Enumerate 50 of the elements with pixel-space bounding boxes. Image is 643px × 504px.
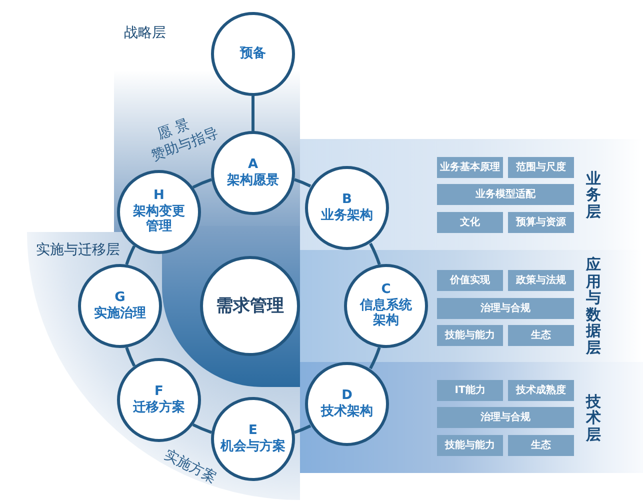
topic-tile: 范围与尺度 [508,157,574,178]
topic-tile: 技能与能力 [437,325,503,346]
connector-line [369,242,381,265]
topic-tile: 治理与合规 [437,407,574,428]
phase-letter: F [154,384,164,400]
layer-band [300,362,643,473]
connector-line [192,178,212,189]
phase-name: 技术架构 [321,404,373,420]
phase-name: 迁移方案 [133,400,185,416]
connector-line [125,245,136,265]
phase-circle [117,358,201,442]
topic-tile: 预算与资源 [508,212,574,233]
connector-line [125,347,136,367]
connector-line [294,424,312,434]
connector-line [252,96,254,131]
layer-title: 实施与迁移层 [36,242,120,259]
connector-line [192,423,212,434]
topic-tile: 政策与法规 [508,270,574,291]
topic-tile: 生态 [508,435,574,456]
phase-annotation: 实施方案 [161,446,219,488]
topic-tile: 业务模型适配 [437,184,574,205]
topic-tile: 业务基本原理 [437,157,503,178]
phase-name: 业务架构 [321,208,373,224]
topic-tile: 技能与能力 [437,435,503,456]
phase-name: 预备 [240,46,266,62]
connector-line [294,178,312,188]
topic-tile: IT能力 [437,380,503,401]
phase-name: 实施治理 [94,306,146,322]
phase-letter: D [342,388,352,404]
phase-name: 架构愿景 [227,172,279,188]
topic-tile: 价值实现 [437,270,503,291]
phase-name: 信息系统架构 [358,298,413,330]
phase-letter: B [342,192,352,208]
phase-name: 机会与方案 [220,438,286,454]
layer-title: 应用与数据层 [586,256,601,356]
phase-name: 架构变更管理 [132,204,186,236]
phase-letter: A [248,158,258,173]
topic-tile: 生态 [508,325,574,346]
topic-tile: 技术成熟度 [508,380,574,401]
topic-tile: 文化 [437,212,503,233]
layer-title: 业务层 [586,170,601,220]
phase-letter: E [248,424,258,439]
connector-line [369,347,381,370]
layer-title: 战略层 [124,25,166,42]
phase-letter: C [381,282,391,298]
center-title: 需求管理 [216,296,284,316]
phase-letter: G [114,290,126,306]
phase-letter: H [154,188,164,204]
layer-title: 技术层 [586,392,601,442]
topic-tile: 治理与合规 [437,298,574,319]
